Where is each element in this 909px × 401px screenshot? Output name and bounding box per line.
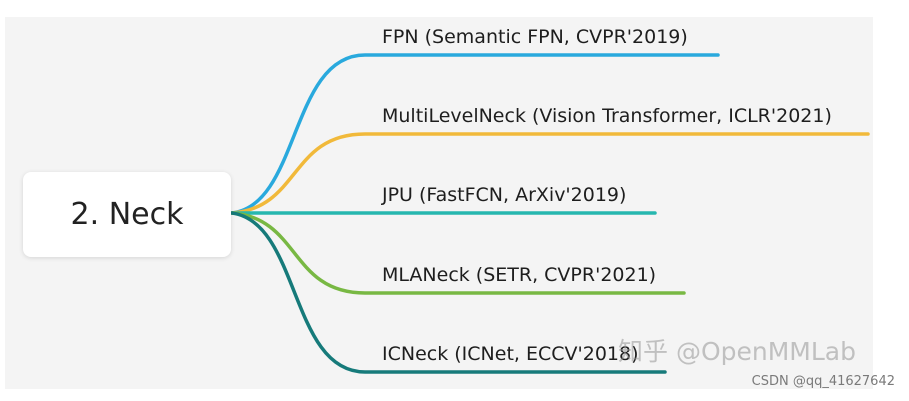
branch-label-mlaneck: MLANeck (SETR, CVPR'2021) bbox=[382, 264, 657, 286]
branch-line-mlaneck bbox=[230, 211, 686, 295]
root-node: 2. Neck bbox=[23, 172, 231, 257]
branch-label-fpn: FPN (Semantic FPN, CVPR'2019) bbox=[382, 26, 688, 48]
branch-label-jpu: JPU (FastFCN, ArXiv'2019) bbox=[382, 184, 627, 206]
csdn-watermark: CSDN @qq_41627642 bbox=[751, 374, 895, 389]
branch-label-multilevelneck: MultiLevelNeck (Vision Transformer, ICLR… bbox=[382, 105, 832, 127]
branch-label-icneck: ICNeck (ICNet, ECCV'2018) bbox=[382, 343, 639, 365]
branch-line-icneck bbox=[230, 211, 667, 374]
branch-line-multilevelneck bbox=[230, 132, 870, 215]
root-node-label: 2. Neck bbox=[70, 197, 184, 232]
zhihu-watermark: 知乎 @OpenMMLab bbox=[618, 337, 856, 366]
branch-line-fpn bbox=[230, 53, 720, 215]
